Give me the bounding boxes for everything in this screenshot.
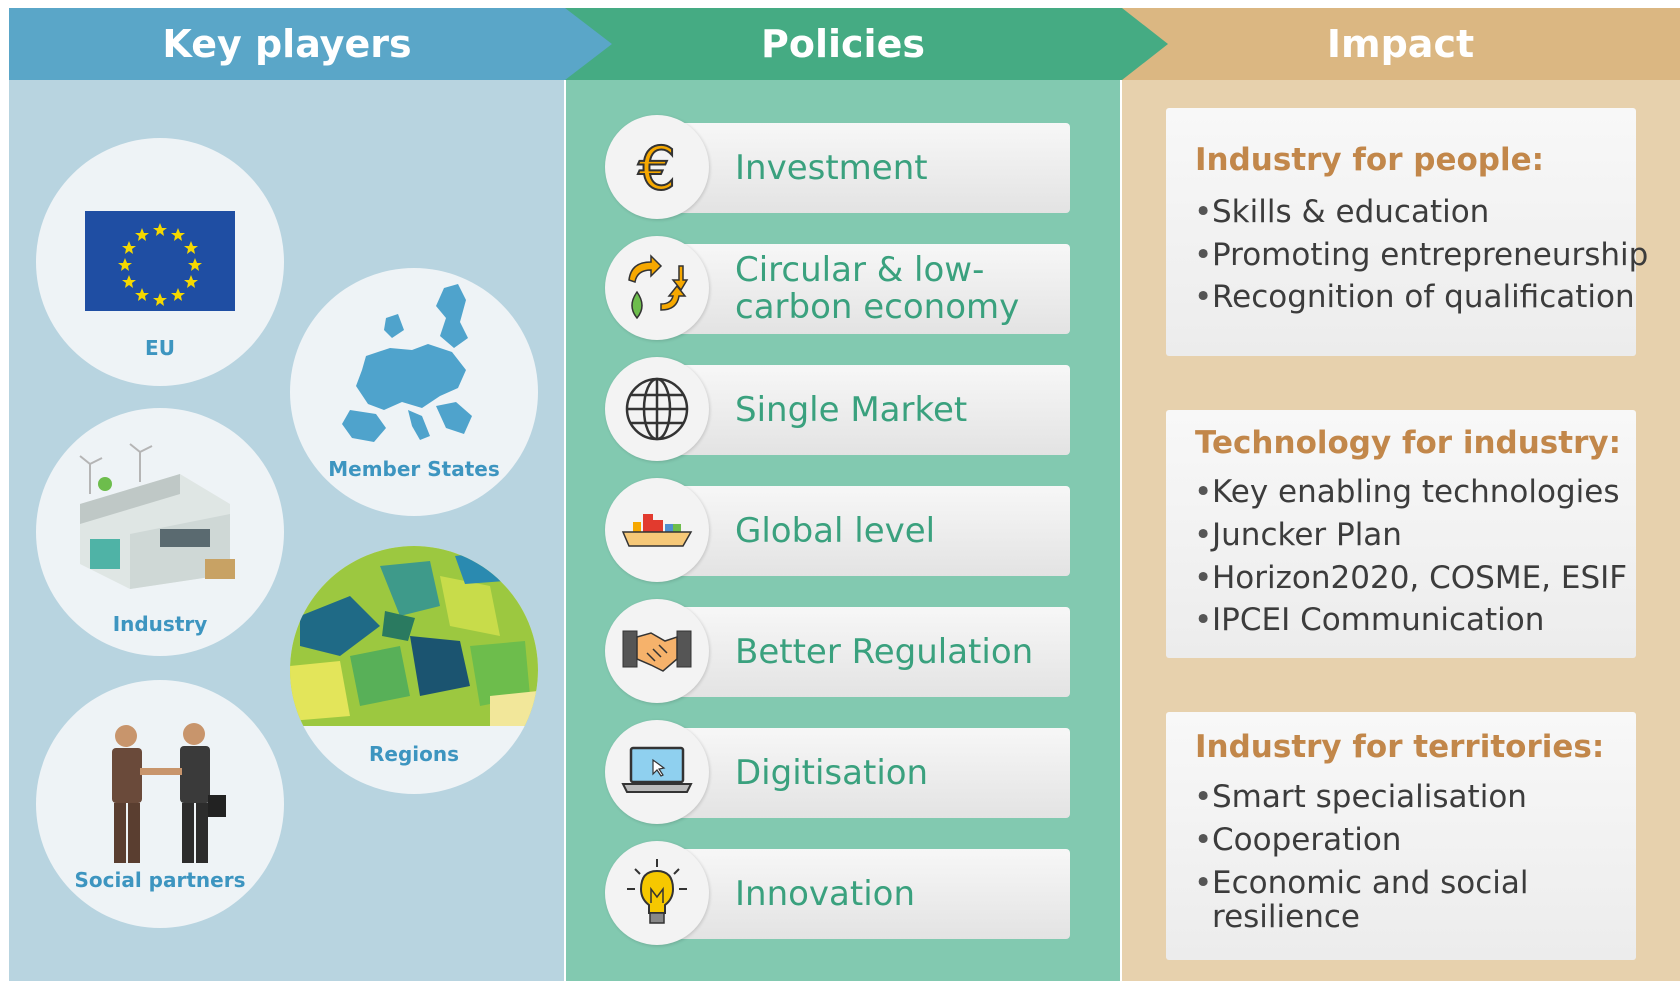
- player-label-social-partners: Social partners: [74, 868, 246, 892]
- policy-label: Better Regulation: [735, 631, 1034, 672]
- header-key-players: Key players: [162, 22, 412, 66]
- impact-item-text: Juncker Plan: [1212, 517, 1402, 553]
- euro-icon: €: [605, 115, 709, 219]
- impact-box-territories: Industry for territories: •Smart special…: [1166, 712, 1636, 960]
- impact-item-text: Economic and social: [1212, 865, 1529, 901]
- player-social-partners: Social partners: [36, 680, 284, 928]
- impact-item: •Economic and social: [1194, 865, 1529, 901]
- impact-item: •Key enabling technologies: [1194, 474, 1620, 510]
- impact-title: Industry for territories:: [1195, 729, 1605, 765]
- policy-global-level: Global level: [605, 478, 1070, 582]
- lightbulb-icon: [605, 841, 709, 945]
- policy-label: Digitisation: [735, 752, 929, 793]
- globe-icon: [605, 357, 709, 461]
- europe-map-icon: [342, 284, 472, 442]
- policy-box: [653, 607, 1070, 697]
- policy-box: [653, 123, 1070, 213]
- header-policies: Policies: [761, 22, 925, 66]
- policy-label: Single Market: [735, 389, 968, 430]
- svg-text:€: €: [638, 134, 676, 203]
- impact-item-text: Key enabling technologies: [1212, 474, 1620, 510]
- policy-single-market: Single Market: [605, 357, 1070, 461]
- policy-better-regulation: Better Regulation: [605, 599, 1070, 703]
- policy-label: Global level: [735, 510, 936, 551]
- header-arrow-impact: [1110, 8, 1680, 80]
- policy-label-line2: carbon economy: [735, 287, 1020, 327]
- player-regions: Regions: [290, 546, 538, 794]
- divider: [1120, 80, 1122, 981]
- handshake-icon: [605, 599, 709, 703]
- recycle-icon: [605, 236, 709, 340]
- player-label-eu: EU: [145, 336, 175, 360]
- policy-box: [653, 486, 1070, 576]
- policy-innovation: Innovation: [605, 841, 1070, 945]
- policy-label-line1: Circular & low-: [735, 250, 985, 290]
- header-arrows: [9, 8, 1680, 80]
- policy-label: Investment: [735, 147, 928, 188]
- impact-item: •Juncker Plan: [1194, 517, 1402, 553]
- player-label-member-states: Member States: [328, 457, 500, 481]
- header-impact: Impact: [1326, 22, 1475, 66]
- impact-box-people: Industry for people: •Skills & education…: [1166, 108, 1648, 356]
- eu-flag-icon: [85, 211, 235, 311]
- impact-item-text: Cooperation: [1212, 822, 1402, 858]
- impact-title: Industry for people:: [1195, 142, 1545, 178]
- policy-box: [653, 849, 1070, 939]
- impact-item: resilience: [1194, 900, 1360, 934]
- impact-item: •Recognition of qualification: [1194, 279, 1635, 315]
- policy-box: [653, 365, 1070, 455]
- handshake-people-icon: [112, 723, 226, 863]
- impact-item-text: Recognition of qualification: [1212, 279, 1635, 315]
- impact-box-technology: Technology for industry: •Key enabling t…: [1166, 410, 1636, 658]
- impact-item-text: resilience: [1212, 899, 1360, 935]
- policy-box: [653, 244, 1070, 334]
- impact-title: Technology for industry:: [1195, 425, 1621, 461]
- impact-item: •Promoting entrepreneurship: [1194, 237, 1649, 273]
- policy-box: [653, 728, 1070, 818]
- impact-item-text: Smart specialisation: [1212, 779, 1527, 815]
- policy-label: Innovation: [735, 873, 916, 914]
- impact-item: •Smart specialisation: [1194, 779, 1527, 815]
- player-eu: EU: [36, 138, 284, 386]
- policy-digitisation: Digitisation: [605, 720, 1070, 824]
- impact-item: •IPCEI Communication: [1194, 602, 1545, 638]
- header-bar: Key players Policies Impact: [0, 0, 1680, 82]
- impact-item: •Horizon2020, COSME, ESIF: [1194, 560, 1628, 596]
- player-label-regions: Regions: [368, 742, 460, 766]
- policy-circular-economy: Circular & low-carbon economy: [605, 236, 1070, 340]
- laptop-icon: [605, 720, 709, 824]
- player-member-states: Member States: [290, 268, 538, 516]
- divider: [564, 80, 566, 981]
- player-industry: Industry: [36, 408, 284, 656]
- impact-item-text: IPCEI Communication: [1212, 602, 1545, 638]
- header-arrow-key: [9, 8, 612, 80]
- impact-item: •Cooperation: [1194, 822, 1402, 858]
- impact-item-text: Horizon2020, COSME, ESIF: [1212, 560, 1628, 596]
- policy-investment: € Investment: [605, 115, 1070, 219]
- cargo-ship-icon: [605, 478, 709, 582]
- policy-label: Circular & low-carbon economy: [735, 240, 1019, 338]
- header-arrow-policies: [560, 8, 1168, 80]
- player-label-industry: Industry: [112, 612, 208, 636]
- regions-map-icon: [290, 546, 538, 726]
- impact-item-text: Promoting entrepreneurship: [1212, 237, 1649, 273]
- impact-item-text: Skills & education: [1212, 194, 1490, 230]
- factory-icon: [79, 443, 235, 589]
- impact-item: •Skills & education: [1194, 194, 1490, 230]
